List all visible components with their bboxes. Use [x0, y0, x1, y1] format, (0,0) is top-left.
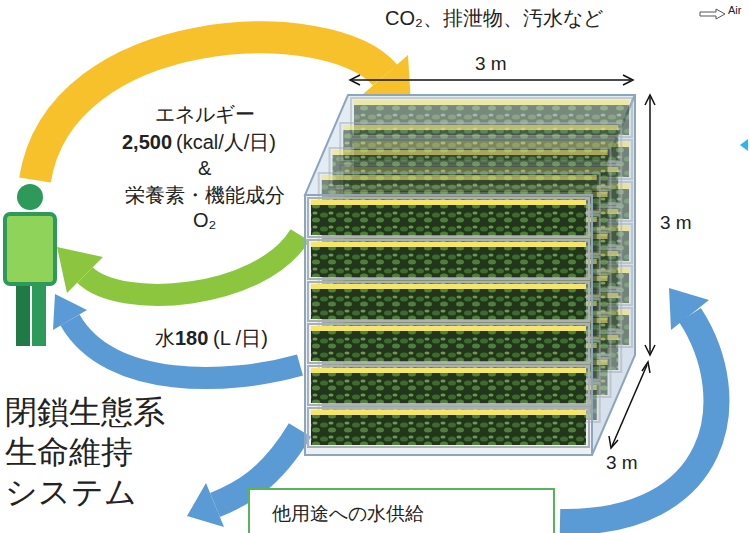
arrow-head: [740, 139, 748, 151]
plant-cube: [305, 95, 635, 455]
nutrient-label: 栄養素・機能成分: [125, 183, 285, 207]
water-label: 水: [155, 326, 175, 350]
dimension-label: 3 m: [606, 452, 638, 475]
water-supply-box: 他用途への水供給: [248, 488, 555, 533]
water-value: 180: [175, 326, 208, 350]
arrow-head: [187, 483, 224, 527]
dimension-label: 3 m: [660, 212, 692, 235]
arrow-head: [669, 288, 709, 330]
oxygen-arrow: [85, 235, 300, 295]
air-arrow: [700, 9, 725, 19]
person-icon: [5, 184, 55, 346]
oxygen-label: O₂: [193, 208, 216, 232]
arrow-head: [53, 294, 87, 330]
air-label: Air: [728, 4, 741, 17]
energy-value: 2,500: [122, 130, 172, 154]
water-unit: (L /日): [213, 326, 268, 350]
water-arrow: [70, 320, 300, 378]
dimension-label: 3 m: [475, 53, 507, 76]
arrow-head: [57, 247, 103, 293]
flow-label: CO₂、排泄物、汚水など: [385, 6, 603, 30]
box-text: 他用途への水供給: [272, 501, 424, 527]
dimension-lines: [350, 75, 655, 448]
energy-unit: (kcal/人/日): [176, 130, 276, 154]
system-title: 閉鎖生態系 生命維持 システム: [5, 392, 177, 512]
ampersand: &: [198, 156, 211, 180]
energy-label: エネルギー: [155, 102, 255, 126]
